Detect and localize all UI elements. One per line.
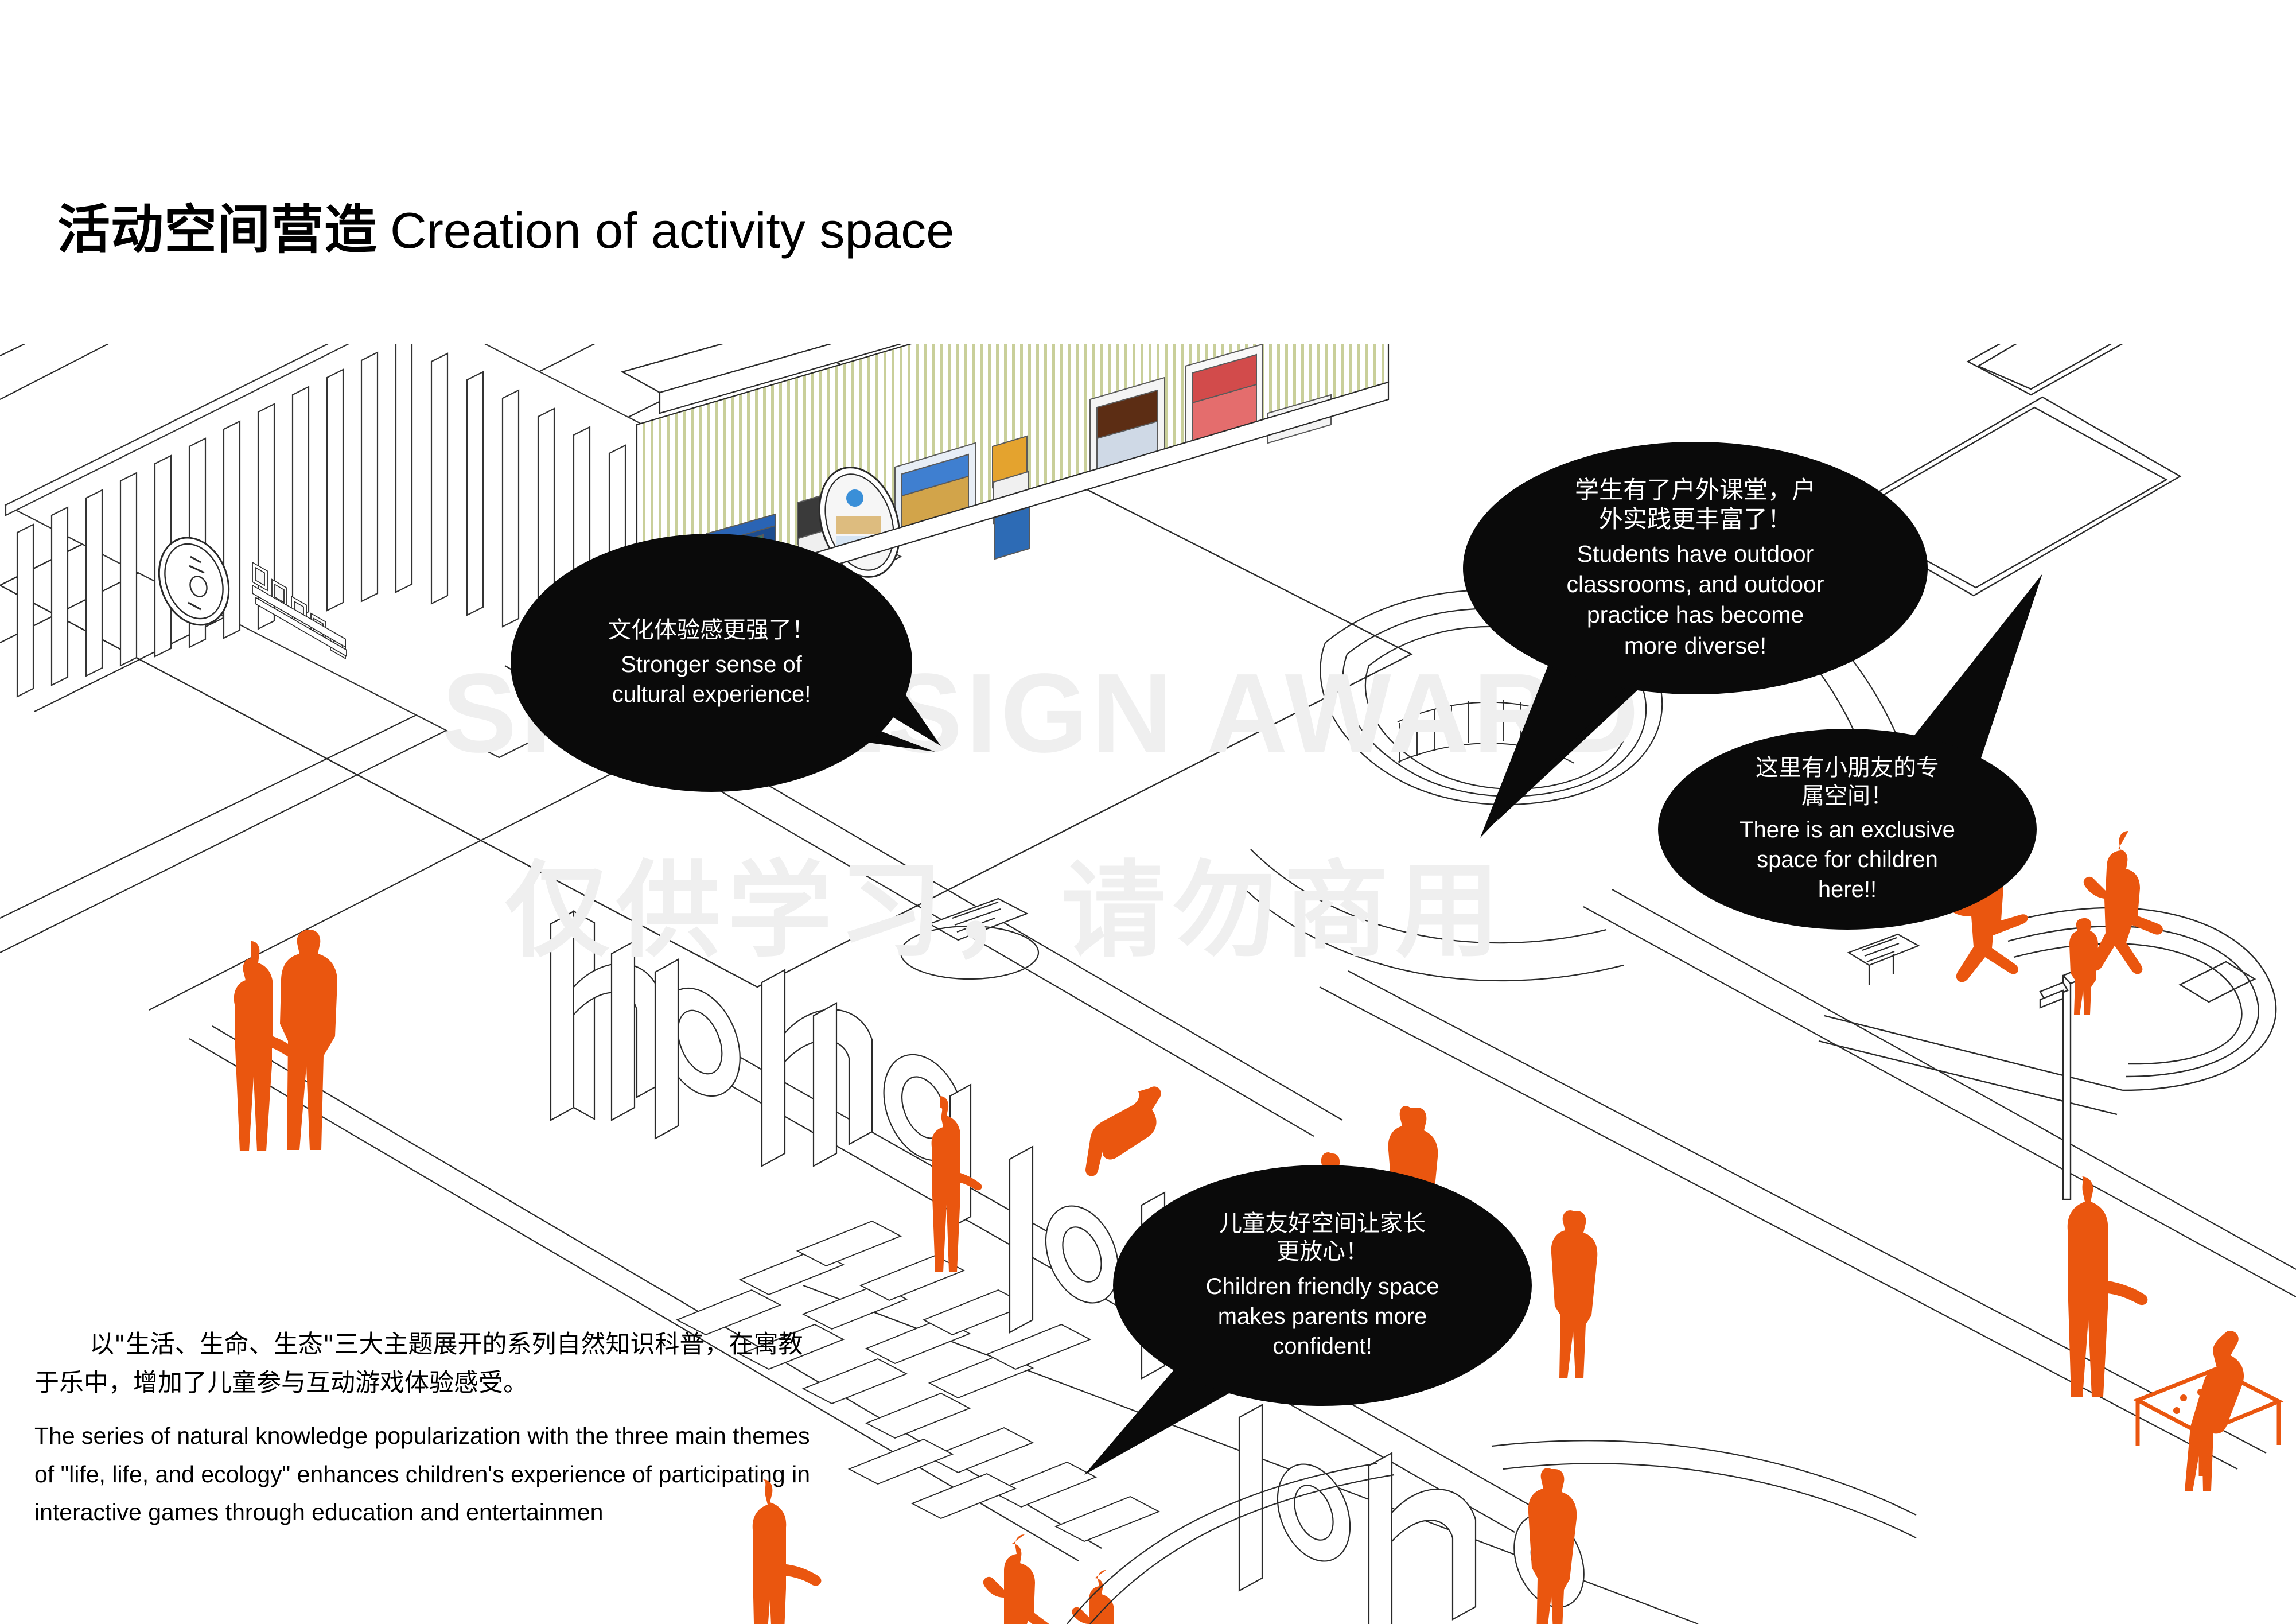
street-lamp	[2039, 964, 2096, 1200]
bubble-body	[1113, 1165, 1532, 1406]
letter-sculptures	[550, 910, 1585, 1624]
caption-chinese-line-2: 于乐中，增加了儿童参与互动游戏体验感受。	[34, 1368, 528, 1397]
page-title-english: Creation of activity space	[390, 202, 955, 259]
bubble-body	[511, 534, 912, 792]
bubble-text: 儿童友好空间让家长 更放心！ Children friendly space m…	[1113, 1165, 1532, 1406]
bubble-outdoor-classroom[interactable]: 学生有了户外课堂，户 外实践更丰富了！ Students have outdoo…	[1463, 442, 1928, 694]
bubble-text: 文化体验感更强了！ Stronger sense of cultural exp…	[511, 534, 912, 792]
museum-logo-emblem	[158, 537, 230, 626]
bubble-children-space[interactable]: 这里有小朋友的专 属空间！ There is an exclusive spac…	[1658, 729, 2037, 930]
paving-slabs	[675, 1220, 1161, 1543]
bubble-tail-children-space	[1910, 574, 2042, 763]
bubble-body	[1463, 442, 1928, 694]
bubble-text-chinese: 文化体验感更强了！	[608, 616, 815, 643]
bubble-text: 这里有小朋友的专 属空间！ There is an exclusive spac…	[1658, 729, 2037, 930]
caption-english-line-3: interactive games through education and …	[34, 1499, 604, 1526]
bubble-text: 学生有了户外课堂，户 外实践更丰富了！ Students have outdoo…	[1463, 442, 1928, 694]
bubble-text-chinese: 学生有了户外课堂，户 外实践更丰富了！	[1574, 476, 1816, 534]
bubble-text-chinese: 儿童友好空间让家长 更放心！	[1219, 1210, 1426, 1265]
page-title: 活动空间营造 Creation of activity space	[57, 204, 954, 257]
bubble-children-friendly[interactable]: 儿童友好空间让家长 更放心！ Children friendly space m…	[1113, 1165, 1532, 1406]
info-sign-b	[1847, 933, 1920, 985]
caption-english-line-1: The series of natural knowledge populari…	[34, 1423, 810, 1450]
bubble-text-english: There is an exclusive space for children…	[1739, 817, 1955, 902]
caption-english-line-2: of "life, life, and ecology" enhances ch…	[34, 1460, 811, 1487]
bubble-body	[1658, 729, 2037, 930]
bubble-cultural-experience[interactable]: 文化体验感更强了！ Stronger sense of cultural exp…	[511, 534, 912, 792]
bubble-text-english: Students have outdoor classrooms, and ou…	[1566, 540, 1824, 659]
caption-chinese-line-1: 以"生活、生命、生态"三大主题展开的系列自然知识科普，在寓教	[89, 1330, 803, 1359]
caption-block: 以"生活、生命、生态"三大主题展开的系列自然知识科普，在寓教 于乐中，增加了儿童…	[34, 1326, 964, 1532]
orange-people-figures	[234, 831, 2244, 1624]
museum-signage-block	[252, 561, 347, 659]
bubble-text-english: Children friendly space makes parents mo…	[1205, 1273, 1439, 1359]
info-sign-a	[900, 898, 1040, 980]
foreground-path-curves	[1067, 1440, 1917, 1624]
bubble-text-chinese: 这里有小朋友的专 属空间！	[1756, 755, 1939, 809]
bubble-text-english: Stronger sense of cultural experience!	[612, 652, 811, 708]
page-title-chinese: 活动空间营造	[57, 199, 378, 261]
bubble-tail-outdoor-classroom	[1480, 648, 1664, 838]
